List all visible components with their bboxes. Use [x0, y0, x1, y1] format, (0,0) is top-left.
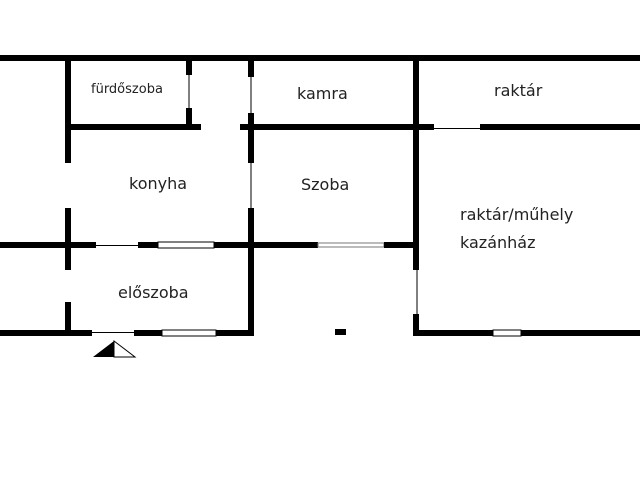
door-konyha-eloszoba	[96, 245, 138, 246]
wall-raktar-bottom	[480, 124, 640, 130]
wall-bottom-a	[134, 330, 162, 336]
room-label-raktar-muhely: raktár/műhely	[460, 205, 574, 224]
pillar	[335, 329, 346, 335]
wall-bath-bottom	[65, 124, 201, 130]
door-muhely	[416, 270, 418, 314]
wall-top	[0, 55, 640, 61]
wall-left-mid	[65, 208, 71, 270]
entrance-triangle-icon	[93, 339, 137, 358]
wall-bottom-b	[216, 330, 254, 336]
walls	[0, 55, 640, 337]
window-eloszoba	[161, 329, 217, 337]
wall-left-lower	[65, 302, 71, 336]
wall-bottom-left	[0, 330, 92, 336]
door-raktar	[433, 128, 480, 129]
room-label-szoba: Szoba	[301, 175, 350, 194]
wall-bottom-right-b	[521, 330, 640, 336]
wall-mid-h-stub	[401, 242, 419, 248]
wall-mid-v-mid	[248, 113, 254, 163]
window-muhely	[492, 329, 522, 337]
door-bath	[188, 75, 190, 108]
wall-bath-right-bot	[186, 108, 192, 130]
wall-mid-h-b	[214, 242, 318, 248]
room-label-eloszoba: előszoba	[118, 283, 189, 302]
window-konyha	[157, 241, 215, 249]
door-kamra	[250, 77, 252, 113]
wall-bottom-right-a	[413, 330, 493, 336]
wall-right-v-lower	[413, 314, 419, 336]
wall-mid-v-top	[248, 55, 254, 77]
wall-mid-h-left	[0, 242, 96, 248]
room-label-kazanhaz: kazánház	[460, 233, 536, 252]
wall-stub	[240, 124, 254, 130]
door-konyha-szoba	[250, 163, 252, 208]
wall-mid-h-a	[138, 242, 158, 248]
room-label-raktar: raktár	[494, 81, 543, 100]
wall-left-upper	[65, 55, 71, 163]
room-label-furdoszoba: fürdőszoba	[91, 82, 163, 97]
wall-right-v-upper	[413, 55, 419, 270]
wall-bath-right-top	[186, 55, 192, 75]
window-szoba	[317, 242, 385, 248]
door-entrance	[92, 332, 134, 333]
wall-mid-v-lower	[248, 208, 254, 336]
room-label-konyha: konyha	[129, 174, 188, 193]
room-label-kamra: kamra	[297, 84, 348, 103]
wall-kamra-bottom	[248, 124, 434, 130]
